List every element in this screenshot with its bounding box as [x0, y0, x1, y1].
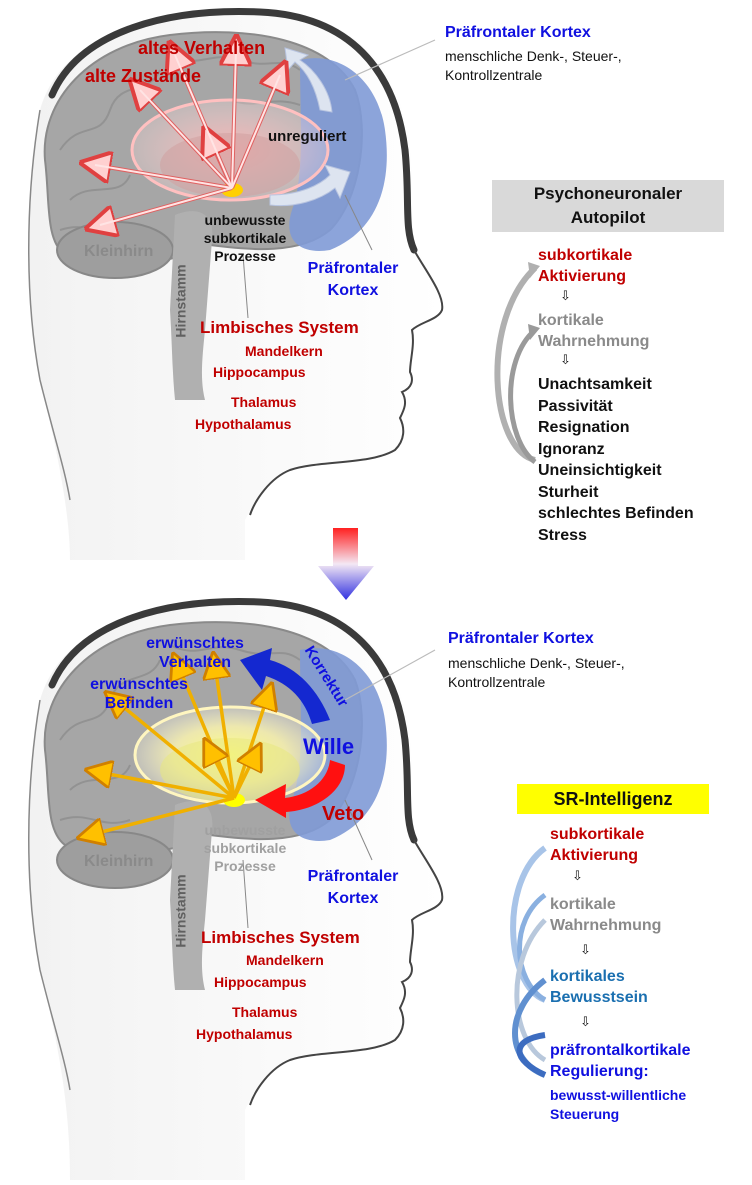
step-prefrontal-regulation-detail: bewusst-willentliche Steuerung — [550, 1087, 687, 1122]
step-prefrontal-regulation: präfrontalkortikale Regulierung: — [550, 1042, 691, 1080]
label-desired-wellbeing: erwünschtes Befinden — [90, 676, 188, 712]
state-item: Passivität — [538, 397, 613, 415]
down-arrow-icon: ⇩ — [580, 1014, 591, 1029]
transition-arrow — [318, 528, 374, 600]
state-item: Resignation — [538, 419, 630, 436]
step-subcortical-activation-bottom: subkortikale Aktivierung — [550, 826, 645, 864]
step-cortical-consciousness: kortikales Bewusstsein — [550, 968, 648, 1006]
limbic-item: Hippocampus — [213, 364, 306, 380]
state-item: Stress — [538, 526, 587, 544]
down-arrow-icon: ⇩ — [572, 868, 583, 883]
callout-pfc-desc-top: menschliche Denk-, Steuer-, Kontrollzent… — [445, 48, 622, 83]
step-cortical-perception-top: kortikale Wahrnehmung — [538, 312, 650, 350]
label-unregulated: unreguliert — [268, 128, 347, 145]
autopilot-loop-arrows — [494, 262, 540, 465]
callout-pfc-title-bottom: Präfrontaler Kortex — [448, 630, 594, 647]
label-unconscious-processes: unbewusste subkortikale Prozesse — [203, 212, 287, 264]
autopilot-states-list: Unachtsamkeit Passivität Resignation Ign… — [538, 374, 694, 546]
label-veto: Veto — [322, 803, 365, 825]
label-old-states: alte Zustände — [85, 66, 202, 86]
step-cortical-perception-bottom: kortikale Wahrnehmung — [550, 896, 662, 934]
panel-title-sr-intelligence: SR-Intelligenz — [517, 784, 709, 814]
label-unconscious-processes-bottom: unbewusste subkortikale Prozesse — [203, 822, 287, 874]
sr-loop-arrows — [510, 845, 547, 1078]
state-item: schlechtes Befinden — [538, 505, 694, 522]
state-item: Unachtsamkeit — [538, 376, 652, 393]
limbic-item: Mandelkern — [245, 343, 323, 359]
label-cerebellum-bottom: Kleinhirn — [84, 853, 154, 870]
label-cerebellum: Kleinhirn — [84, 243, 154, 260]
step-subcortical-activation-top: subkortikale Aktivierung — [538, 247, 633, 285]
state-item: Ignoranz — [538, 440, 605, 458]
label-old-behavior: altes Verhalten — [138, 38, 266, 58]
label-limbic-system-top: Limbisches System — [200, 318, 359, 337]
limbic-item: Hippocampus — [214, 974, 307, 990]
label-limbic-system-bottom: Limbisches System — [201, 928, 360, 947]
state-item: Sturheit — [538, 483, 599, 501]
limbic-item: Hypothalamus — [195, 416, 292, 432]
top-head — [28, 8, 444, 560]
label-desired-behavior: erwünschtes Verhalten — [146, 635, 244, 671]
panel-title-autopilot: Psychoneuronaler Autopilot — [492, 180, 724, 232]
label-pfc-bottom: Präfrontaler Kortex — [307, 868, 399, 907]
label-pfc-top: Präfrontaler Kortex — [307, 260, 399, 299]
down-arrow-icon: ⇩ — [560, 288, 571, 303]
down-arrow-icon: ⇩ — [560, 352, 571, 367]
label-brainstem-bottom: Hirnstamm — [172, 874, 189, 948]
limbic-item: Thalamus — [232, 1004, 298, 1020]
label-brainstem: Hirnstamm — [172, 264, 189, 338]
label-will: Wille — [303, 734, 355, 759]
state-item: Uneinsichtigkeit — [538, 462, 662, 479]
down-arrow-icon: ⇩ — [580, 942, 591, 957]
limbic-item: Hypothalamus — [196, 1026, 293, 1042]
callout-pfc-title-top: Präfrontaler Kortex — [445, 24, 591, 41]
limbic-item: Thalamus — [231, 394, 297, 410]
limbic-item: Mandelkern — [246, 952, 324, 968]
bottom-head — [28, 598, 444, 1180]
callout-pfc-desc-bottom: menschliche Denk-, Steuer-, Kontrollzent… — [448, 655, 625, 690]
